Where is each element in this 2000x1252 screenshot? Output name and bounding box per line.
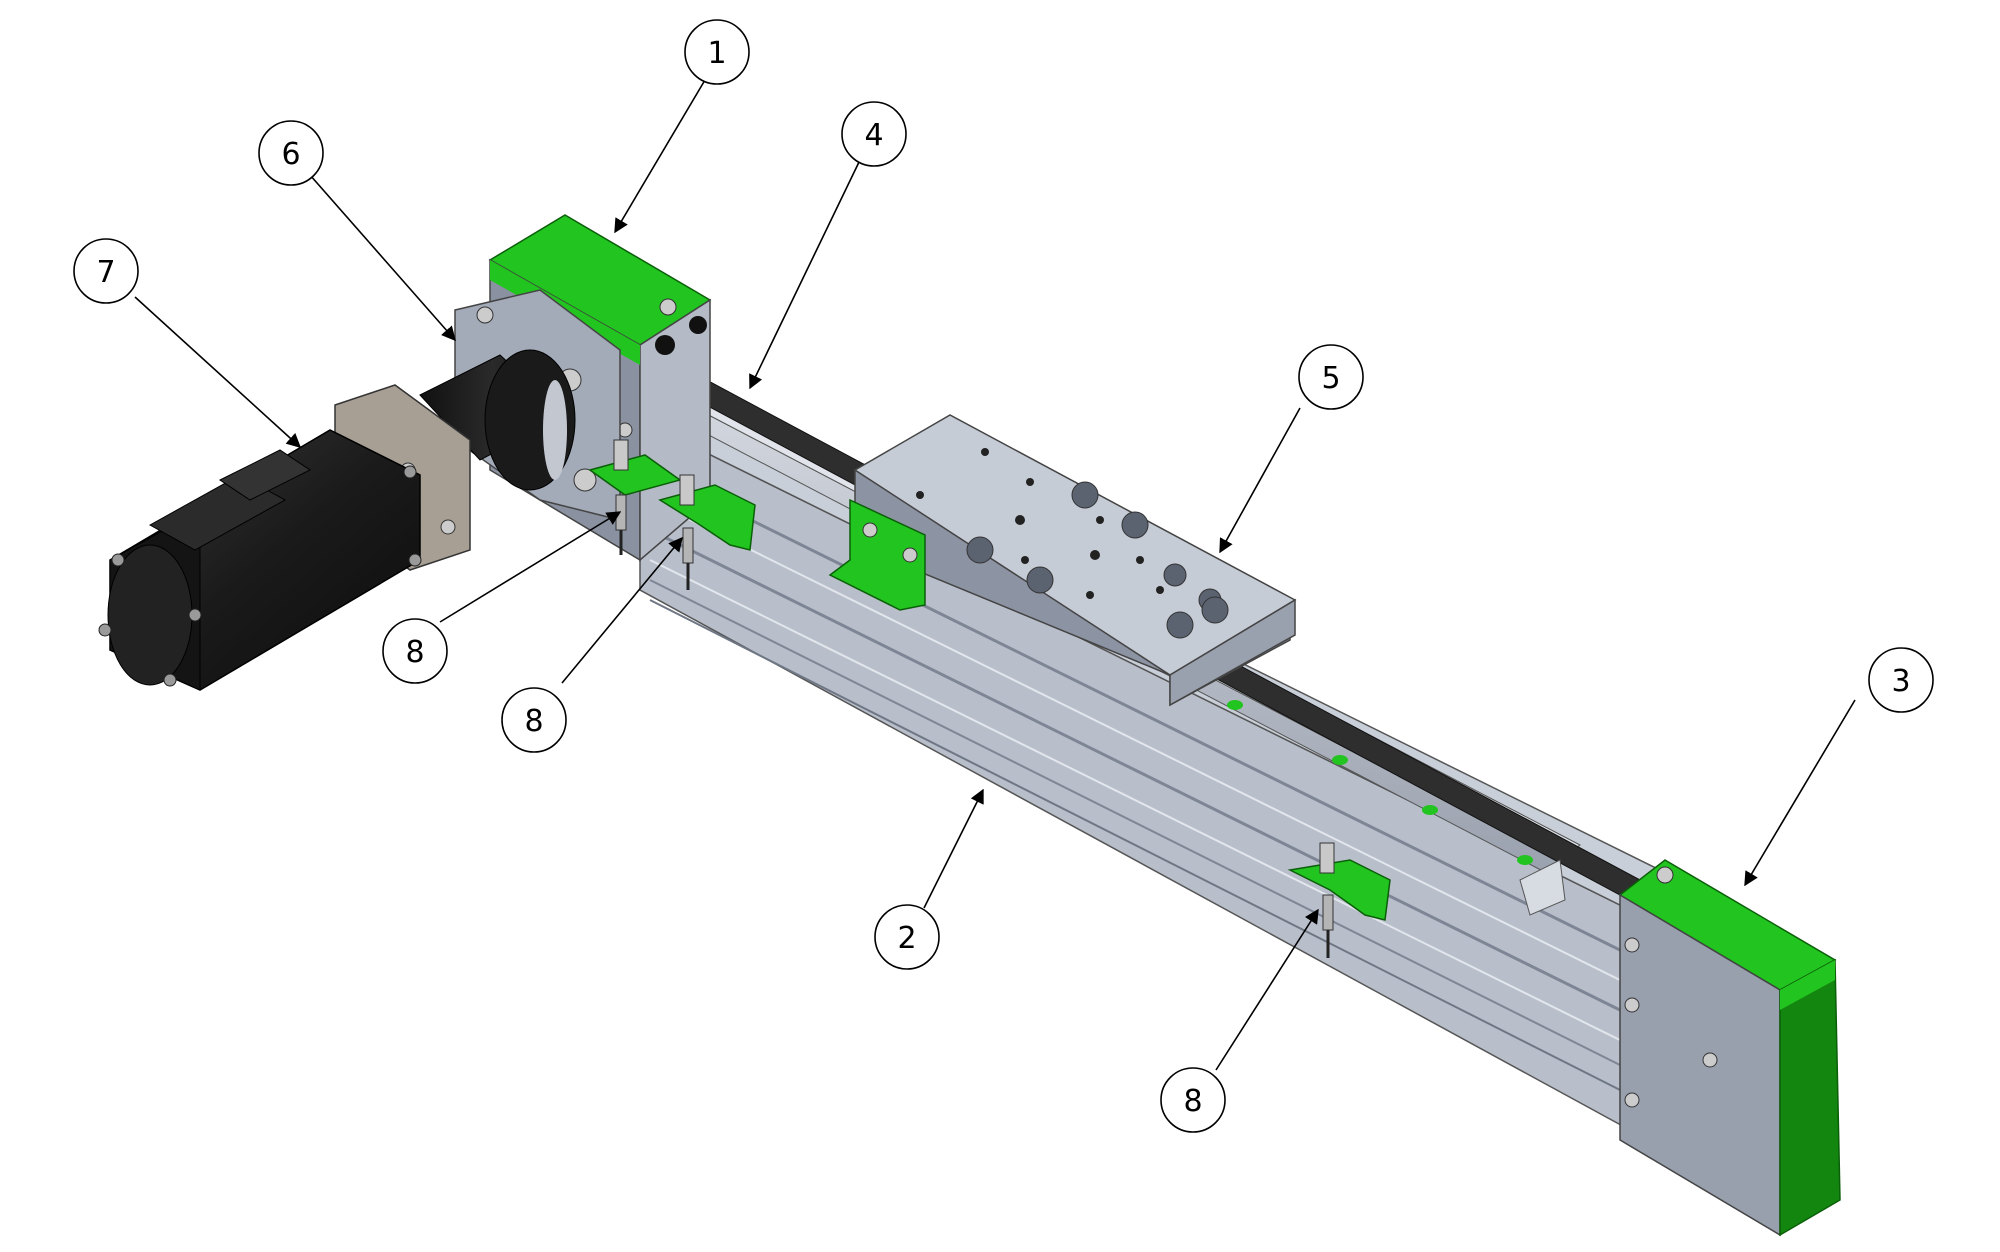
leader-5 <box>1219 407 1301 554</box>
callout-2-label: 2 <box>897 921 916 956</box>
leader-1 <box>614 79 706 234</box>
leader-8b <box>561 536 683 684</box>
callout-8a-label: 8 <box>405 635 424 670</box>
callout-1-label: 1 <box>707 36 726 71</box>
leader-7 <box>134 296 302 448</box>
carriage-plate <box>828 414 1297 707</box>
leader-8a <box>439 511 622 623</box>
callout-1: 1 <box>684 19 750 85</box>
callout-4: 4 <box>841 101 907 167</box>
sensor-bracket-2 <box>658 474 756 590</box>
sensor-bracket-1 <box>588 439 682 555</box>
callout-7-label: 7 <box>96 255 115 290</box>
callout-8c: 8 <box>1160 1067 1226 1133</box>
callout-6-label: 6 <box>281 137 300 172</box>
callout-6: 6 <box>258 120 324 186</box>
servo-motor <box>98 429 422 691</box>
belt-clamp-right <box>1519 859 1566 916</box>
callout-5: 5 <box>1298 344 1364 410</box>
callout-2: 2 <box>874 904 940 970</box>
leader-lines <box>134 79 1856 1071</box>
leader-4 <box>749 159 861 390</box>
callout-8b-label: 8 <box>524 704 543 739</box>
sensor-bracket-3 <box>1287 842 1391 958</box>
callout-8a: 8 <box>382 618 448 684</box>
leader-2 <box>923 788 984 909</box>
idler-end-housing <box>1618 859 1841 1237</box>
callout-3-label: 3 <box>1891 664 1910 699</box>
callout-7: 7 <box>73 238 139 304</box>
callout-8b: 8 <box>501 687 567 753</box>
callout-balloons: 1 2 3 4 5 6 7 8 <box>73 19 1934 1133</box>
callout-3: 3 <box>1868 647 1934 713</box>
aluminum-profile-body <box>638 394 1682 1132</box>
callout-8c-label: 8 <box>1183 1084 1202 1119</box>
leader-3 <box>1744 699 1856 887</box>
leader-8c <box>1215 908 1319 1071</box>
callout-4-label: 4 <box>864 118 883 153</box>
callout-5-label: 5 <box>1321 361 1340 396</box>
leader-6 <box>309 174 456 342</box>
